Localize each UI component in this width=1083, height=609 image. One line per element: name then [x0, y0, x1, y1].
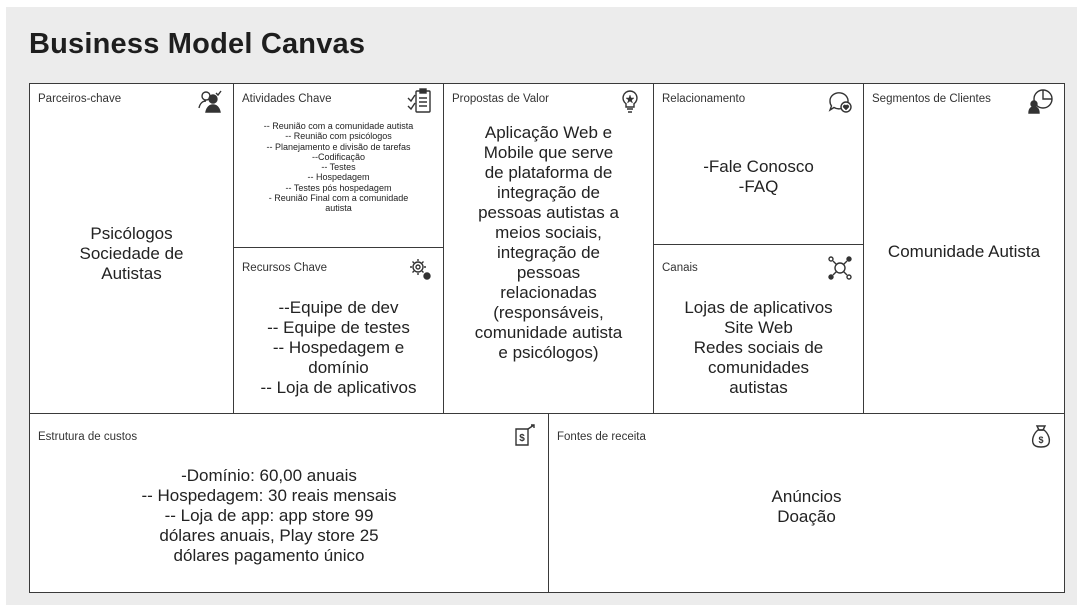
- svg-text:$: $: [519, 433, 525, 444]
- price-tag-icon: $: [512, 423, 538, 449]
- block-body: -Domínio: 60,00 anuais -- Hospedagem: 30…: [141, 466, 397, 565]
- chat-heart-icon: [827, 88, 853, 114]
- block-body: Psicólogos Sociedade de Autistas: [79, 224, 184, 283]
- block-estrutura-de-custos: Estrutura de custos $ -Domínio: 60,00 an…: [29, 413, 549, 593]
- pie-chart-user-icon: [1028, 88, 1054, 114]
- partners-icon: [197, 88, 223, 114]
- svg-text:$: $: [1038, 435, 1043, 445]
- block-propostas-de-valor: Propostas de Valor Aplicação Web e Mobil…: [443, 83, 654, 414]
- block-recursos-chave: Recursos Chave --Equipe de dev -- Equipe…: [233, 247, 444, 414]
- block-atividades-chave: Atividades Chave -- Reunião com a comuni…: [233, 83, 444, 248]
- block-body: -Fale Conosco -FAQ: [703, 157, 814, 196]
- block-relacionamento: Relacionamento -Fale Conosco -FAQ: [653, 83, 864, 245]
- block-fontes-de-receita: Fontes de receita $ Anúncios Doação: [548, 413, 1065, 593]
- block-body: Anúncios Doação: [771, 487, 842, 526]
- block-label: Propostas de Valor: [452, 93, 549, 105]
- block-label: Atividades Chave: [242, 93, 332, 105]
- block-body: Lojas de aplicativos Site Web Redes soci…: [684, 298, 833, 397]
- block-label: Canais: [662, 262, 698, 274]
- block-body: -- Reunião com a comunidade autista -- R…: [263, 121, 414, 214]
- network-nodes-icon: [827, 255, 853, 281]
- block-body: Comunidade Autista: [887, 242, 1041, 261]
- block-label: Parceiros-chave: [38, 93, 122, 105]
- block-label: Recursos Chave: [242, 262, 328, 274]
- clipboard-checklist-icon: [407, 88, 433, 114]
- block-label: Relacionamento: [662, 93, 746, 105]
- block-segmentos-de-clientes: Segmentos de Clientes Comunidade Autista: [863, 83, 1065, 414]
- block-parceiros-chave: Parceiros-chave Psicólogos Sociedade de …: [29, 83, 234, 414]
- block-label: Segmentos de Clientes: [872, 93, 991, 105]
- gears-icon: [407, 256, 433, 282]
- block-canais: Canais Lojas de aplicativos Site Web Red…: [653, 244, 864, 414]
- block-label: Estrutura de custos: [38, 431, 138, 443]
- lightbulb-icon: [617, 88, 643, 114]
- money-bag-icon: $: [1028, 423, 1054, 449]
- block-body: Aplicação Web e Mobile que serve de plat…: [474, 123, 623, 362]
- block-body: --Equipe de dev -- Equipe de testes -- H…: [260, 298, 417, 397]
- page-title: Business Model Canvas: [29, 28, 366, 60]
- block-label: Fontes de receita: [557, 431, 646, 443]
